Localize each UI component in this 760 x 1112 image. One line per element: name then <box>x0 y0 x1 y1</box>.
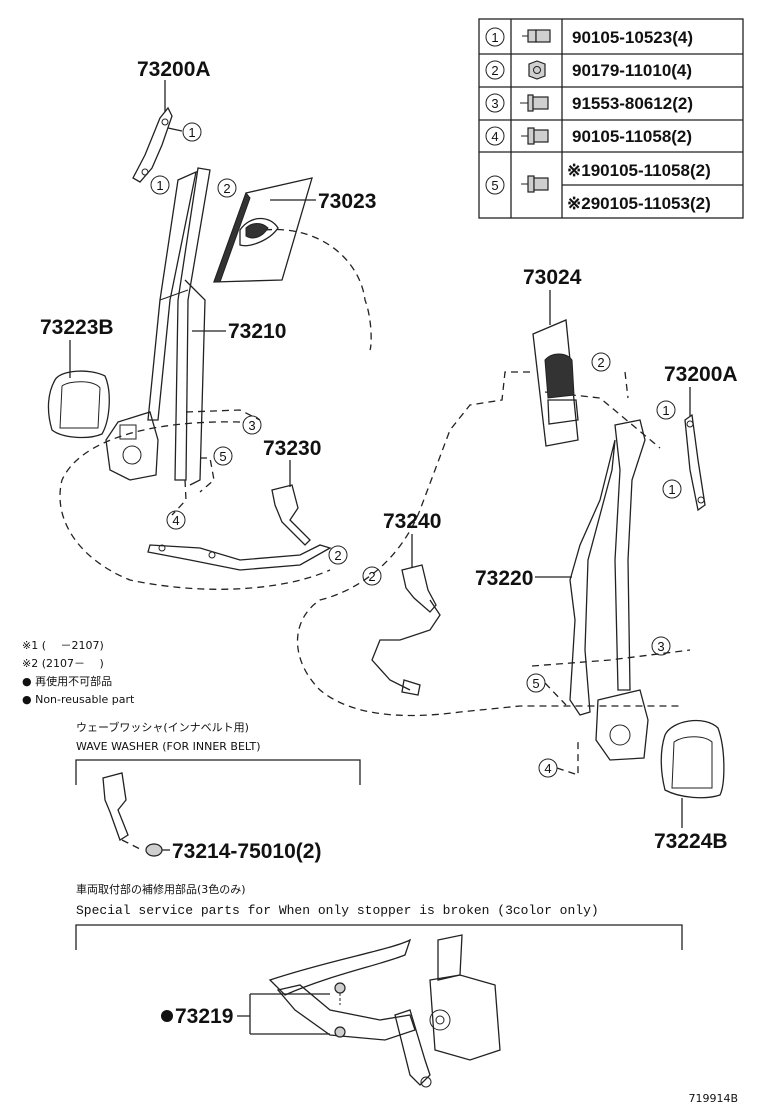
buckle-73230 <box>271 484 311 546</box>
note-3: ● 再使用不可部品 <box>22 674 112 688</box>
floor-anchor-left <box>147 544 332 571</box>
svg-text:1: 1 <box>156 178 163 193</box>
ref-3: 3 <box>242 415 262 435</box>
row-number: 5 <box>491 178 498 193</box>
callout-73214: 73214-75010(2) <box>172 840 321 863</box>
row-number: 3 <box>491 96 498 111</box>
svg-text:2: 2 <box>334 548 341 563</box>
ref-4: 4 <box>538 758 558 778</box>
right-assembly <box>297 319 725 799</box>
svg-text:1: 1 <box>668 482 675 497</box>
fastener-table: 1 90105-10523(4) 2 90179-11010(4) 3 <box>478 18 744 219</box>
ref-2: 2 <box>328 545 348 565</box>
callout-73220: 73220 <box>475 567 533 590</box>
callout-73224B: 73224B <box>654 830 728 853</box>
row-number: 1 <box>491 30 498 45</box>
svg-text:5: 5 <box>219 449 226 464</box>
note-1: ※1 ( －2107) <box>22 639 104 652</box>
service-title-jp: 車両取付部の補修用部品(3色のみ) <box>76 882 246 896</box>
svg-text:3: 3 <box>657 639 664 654</box>
cover-73224B <box>660 719 725 799</box>
bolt-flange-icon <box>521 175 549 193</box>
retractor-right <box>595 689 649 761</box>
bolt-washer-icon <box>520 94 549 112</box>
anchor-plate-left <box>132 106 183 183</box>
retractor-left <box>105 411 159 481</box>
ref-3: 3 <box>651 636 671 656</box>
table-row: 2 90179-11010(4) <box>485 60 692 80</box>
callout-73023: 73023 <box>318 190 376 213</box>
part-number: ※190105-11058(2) <box>567 161 711 180</box>
callout-73200A-left: 73200A <box>137 58 211 81</box>
cover-73223B <box>47 370 110 439</box>
ref-2: 2 <box>591 352 611 372</box>
ref-1: 1 <box>182 122 202 142</box>
table-row: 4 90105-11058(2) <box>485 126 692 146</box>
belt-73220 <box>569 419 646 716</box>
bolt-flange-icon <box>521 127 549 145</box>
buckle-73240 <box>371 564 441 696</box>
nut-icon <box>528 60 546 80</box>
ref-2: 2 <box>217 178 237 198</box>
pillar-outline <box>264 228 372 351</box>
svg-text:5: 5 <box>532 676 539 691</box>
note-4: ● Non-reusable part <box>22 693 135 706</box>
callout-73223B: 73223B <box>40 316 114 339</box>
buckle-tongue <box>102 772 163 857</box>
washer-title-en: WAVE WASHER (FOR INNER BELT) <box>76 740 261 753</box>
callout-73210: 73210 <box>228 320 286 343</box>
svg-text:4: 4 <box>172 513 179 528</box>
belt-stopper-assembly <box>268 934 501 1088</box>
notes: ※1 ( －2107) ※2 (2107－ ) ● 再使用不可部品 ● Non-… <box>22 639 135 706</box>
ref-1: 1 <box>656 400 676 420</box>
callout-73219: 73219 <box>175 1005 233 1028</box>
row-number: 4 <box>491 129 498 144</box>
service-parts-section: 車両取付部の補修用部品(3色のみ) Special service parts … <box>75 882 683 1088</box>
callout-73200A-right: 73200A <box>664 363 738 386</box>
diagram-code: 719914B <box>688 1092 738 1105</box>
circle-refs: 1 1 2 3 5 4 2 2 2 1 1 3 5 4 <box>150 122 682 778</box>
part-number: 91553-80612(2) <box>572 94 693 113</box>
ref-1: 1 <box>662 479 682 499</box>
bolt-flange-icon <box>522 29 551 43</box>
svg-text:2: 2 <box>368 569 375 584</box>
ref-1: 1 <box>150 175 170 195</box>
seat-outline <box>59 421 331 590</box>
part-number: ※290105-11053(2) <box>567 194 711 213</box>
non-reusable-dot <box>161 1010 173 1022</box>
table-row: 3 91553-80612(2) <box>485 93 693 113</box>
wave-washer-section: ウェーブワッシャ(インナベルト用) WAVE WASHER (FOR INNER… <box>75 720 361 857</box>
table-row: 1 90105-10523(4) <box>485 27 693 47</box>
callout-73240: 73240 <box>383 510 441 533</box>
washer-title-jp: ウェーブワッシャ(インナベルト用) <box>76 720 249 734</box>
wave-washer-icon <box>145 843 163 857</box>
row-number: 2 <box>491 63 498 78</box>
ref-4: 4 <box>166 510 186 530</box>
belt-73210 <box>147 167 211 486</box>
service-title-en: Special service parts for When only stop… <box>76 903 599 918</box>
ref-5: 5 <box>526 673 546 693</box>
ref-5: 5 <box>213 446 233 466</box>
anchor-plate-right <box>684 413 706 512</box>
svg-text:1: 1 <box>188 125 195 140</box>
callout-73024: 73024 <box>523 266 582 289</box>
left-assembly <box>47 106 372 590</box>
svg-text:2: 2 <box>597 355 604 370</box>
pillar-cover-73023 <box>213 177 313 283</box>
part-number: 90179-11010(4) <box>572 61 692 80</box>
note-2: ※2 (2107－ ) <box>22 657 104 670</box>
svg-text:2: 2 <box>223 181 230 196</box>
svg-text:4: 4 <box>544 761 551 776</box>
part-number: 90105-10523(4) <box>572 28 693 47</box>
part-number: 90105-11058(2) <box>572 127 692 146</box>
svg-text:1: 1 <box>662 403 669 418</box>
ref-2: 2 <box>362 566 382 586</box>
pillar-cover-73024 <box>532 319 579 447</box>
callout-73230: 73230 <box>263 437 321 460</box>
callouts: 73200A 73023 73223B 73210 73230 73024 73… <box>40 58 738 1035</box>
svg-text:3: 3 <box>248 418 255 433</box>
table-row: 5 ※190105-11058(2) ※290105-11053(2) <box>485 161 711 213</box>
